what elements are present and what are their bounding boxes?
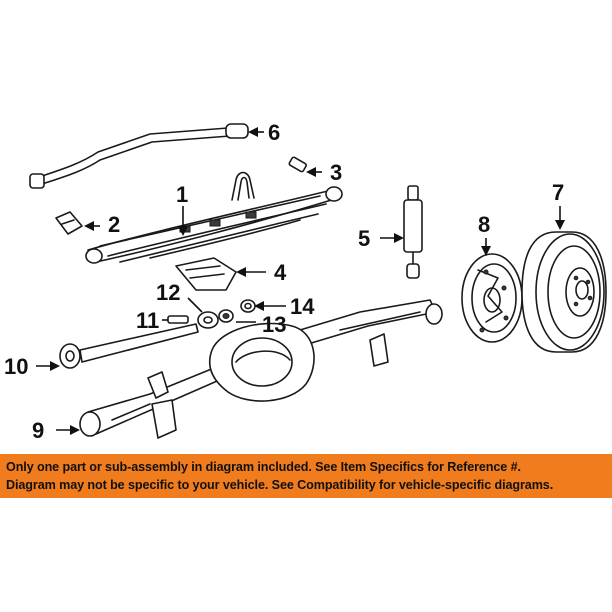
shock-absorber-5 [403, 185, 423, 279]
callout-8: 8 [478, 212, 490, 237]
disclaimer-line-2: Diagram may not be specific to your vehi… [6, 478, 554, 492]
washer-14 [240, 299, 256, 313]
arrow-6 [248, 127, 258, 137]
callout-12: 12 [156, 280, 180, 305]
callout-5: 5 [358, 226, 370, 251]
leader-12 [187, 297, 203, 313]
arrow-10 [50, 361, 60, 371]
callout-3: 3 [330, 160, 342, 185]
bolt-3 [288, 156, 307, 173]
backing-plate-8 [461, 253, 523, 343]
axle-shaft-10 [59, 323, 199, 369]
nut-13 [218, 309, 234, 323]
callout-9: 9 [32, 418, 44, 443]
arrow-3 [306, 167, 316, 177]
callout-4: 4 [274, 260, 287, 285]
disclaimer-line-1: Only one part or sub-assembly in diagram… [6, 460, 521, 474]
spring-plate-4 [175, 257, 237, 291]
callout-14: 14 [290, 294, 315, 319]
bumper-2 [55, 211, 83, 235]
callout-2: 2 [108, 212, 120, 237]
stud-11 [167, 315, 189, 324]
arrow-2 [84, 221, 94, 231]
callout-7: 7 [552, 180, 564, 205]
callout-11: 11 [136, 308, 159, 333]
hub-flange-12 [197, 311, 219, 329]
callout-6: 6 [268, 120, 280, 145]
arrow-4 [236, 267, 246, 277]
arrow-7 [555, 220, 565, 230]
arrow-5 [394, 233, 404, 243]
disclaimer-banner: Only one part or sub-assembly in diagram… [0, 454, 612, 498]
arrow-8 [481, 246, 491, 256]
callout-13: 13 [262, 312, 286, 337]
leaf-spring [85, 171, 343, 264]
diagram-canvas: 1 2 3 4 5 6 7 8 9 10 11 12 13 14 [4, 120, 607, 443]
arrow-9 [70, 425, 80, 435]
arrow-1 [178, 226, 188, 236]
arrow-14 [254, 301, 264, 311]
callout-10: 10 [4, 354, 28, 379]
stabilizer-rod [29, 123, 249, 189]
axle-housing-9 [79, 299, 443, 439]
brake-drum-7 [521, 231, 607, 353]
callout-1: 1 [176, 182, 188, 207]
